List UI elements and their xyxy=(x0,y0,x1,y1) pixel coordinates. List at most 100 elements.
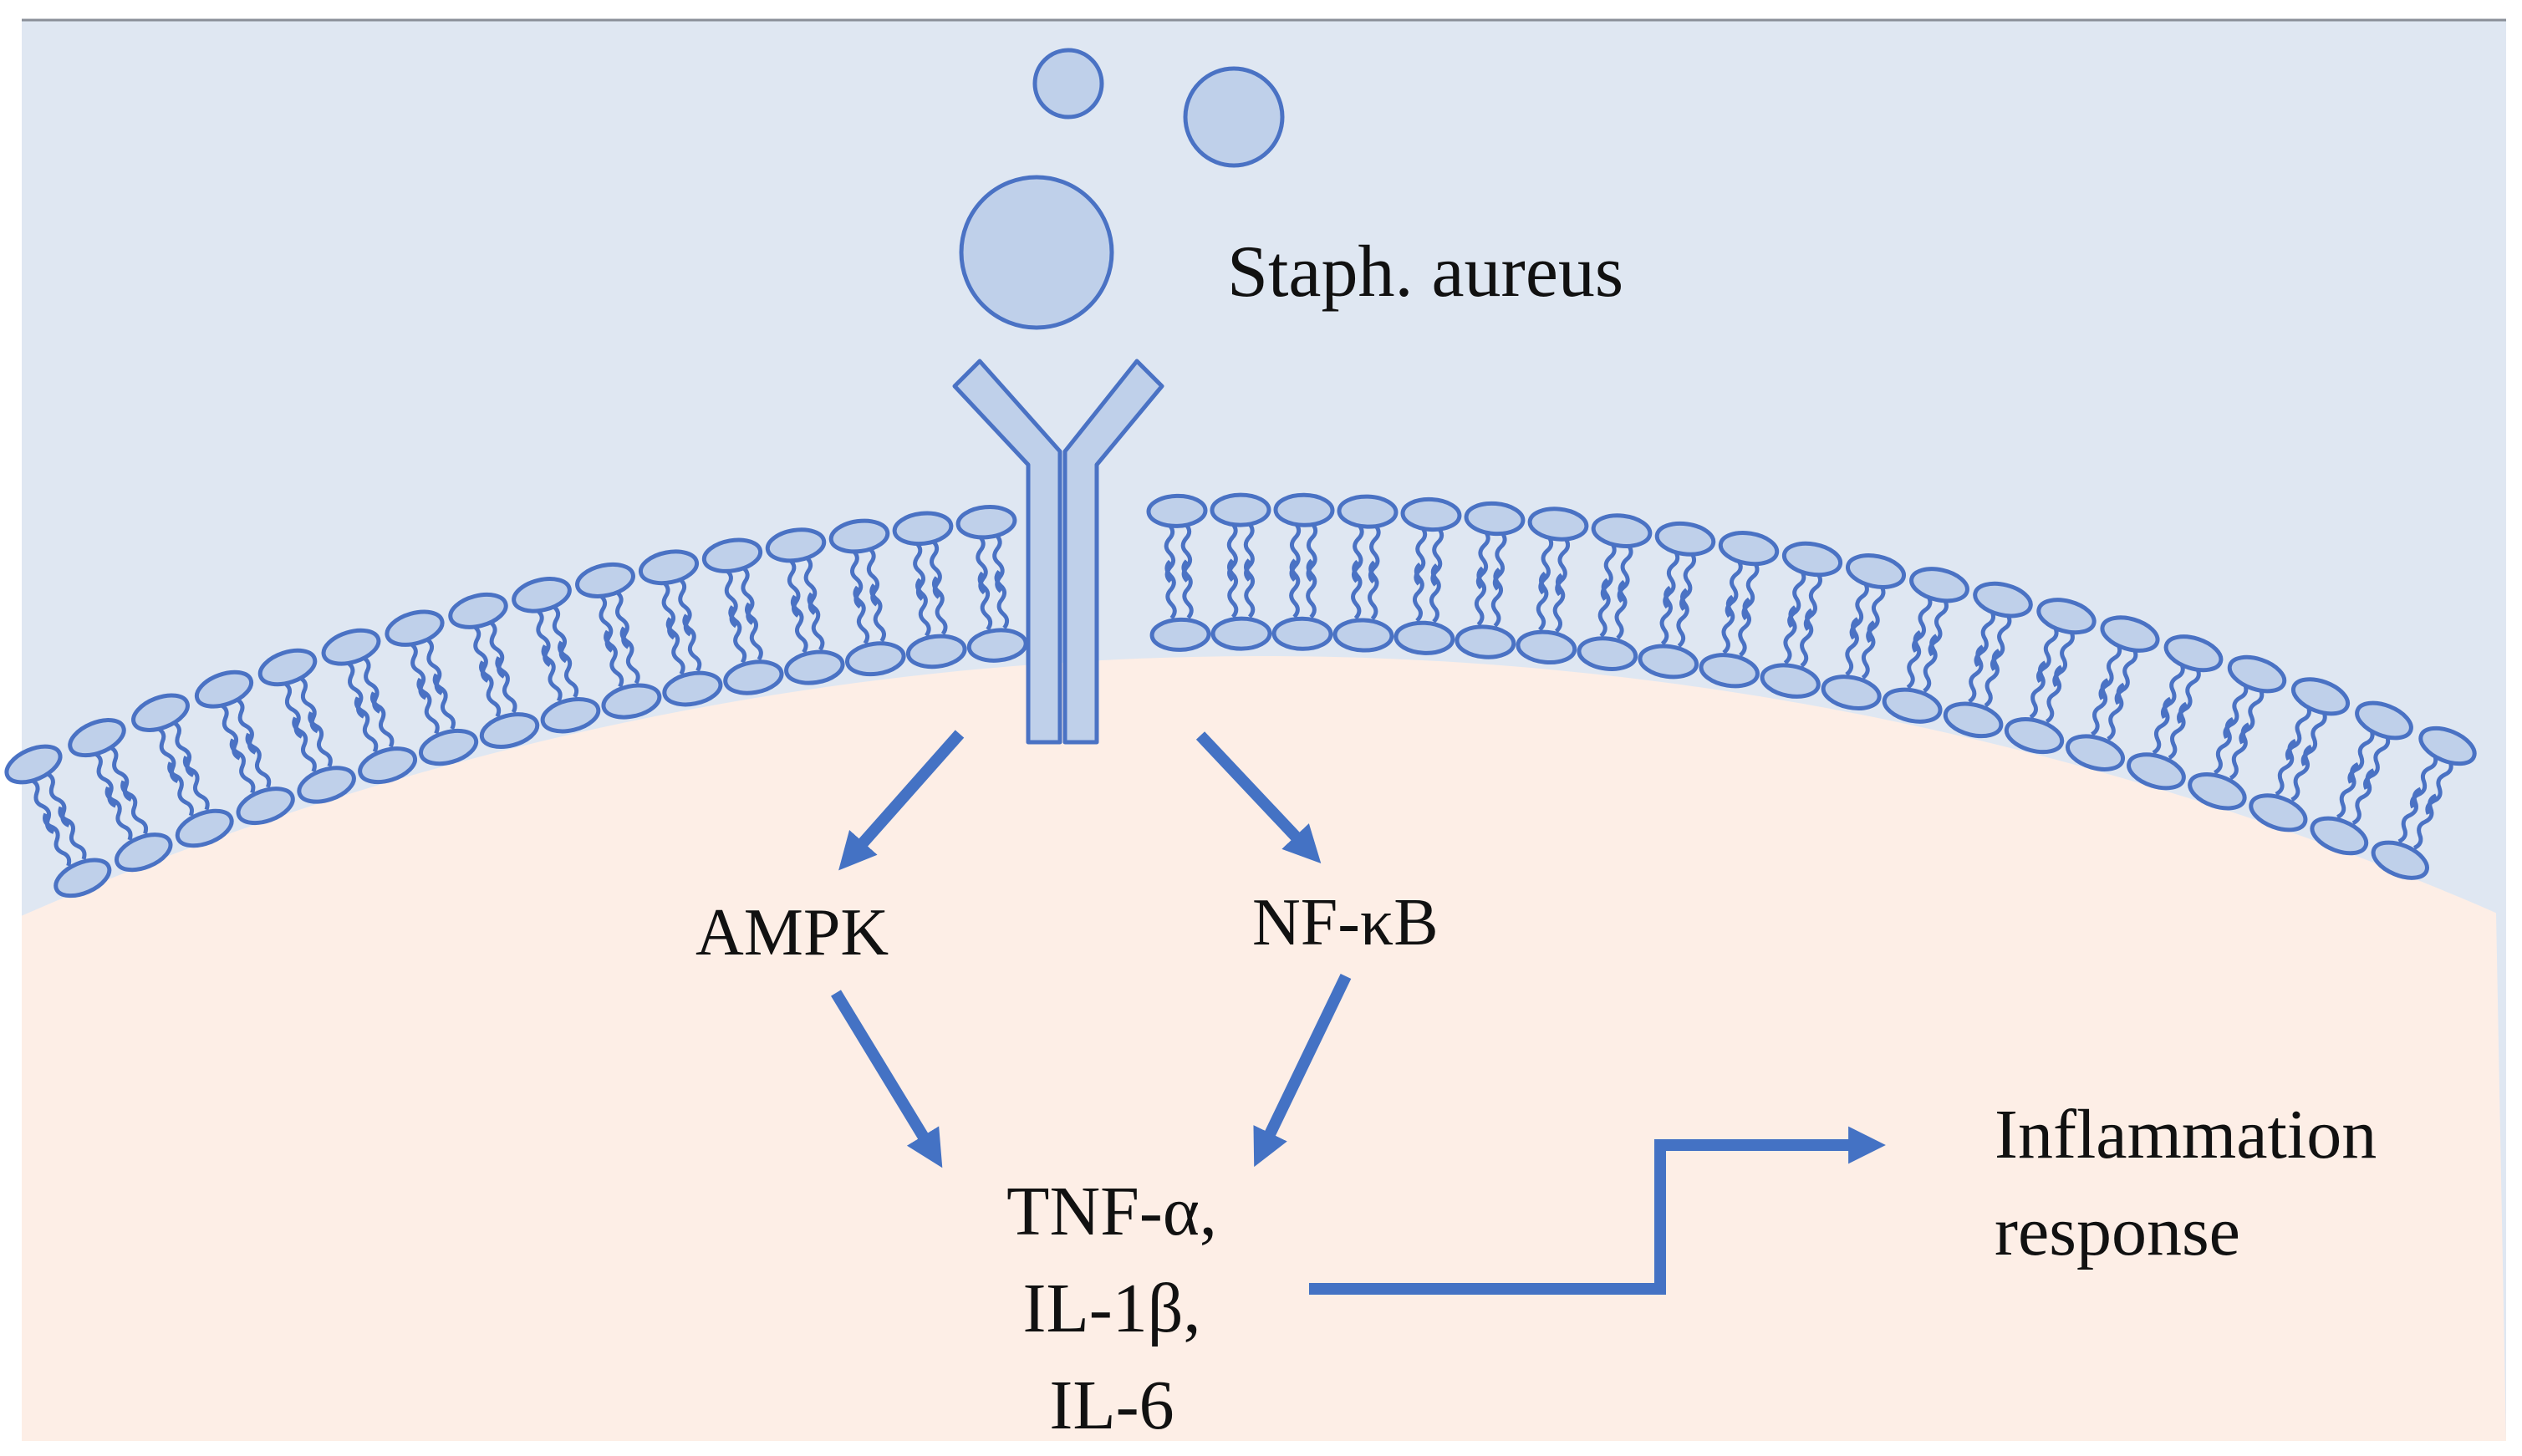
lipid-tail xyxy=(478,660,502,718)
lipid-head xyxy=(1527,507,1589,542)
lipid-tail xyxy=(1368,560,1379,621)
receptor-left-chain xyxy=(952,359,1062,745)
lipid-head xyxy=(828,518,890,554)
lipid-head xyxy=(115,832,173,873)
lipid-head xyxy=(1781,541,1843,578)
lipid-tail xyxy=(2229,722,2250,781)
lipid-tail xyxy=(1552,573,1566,634)
arrow-to-nfkb xyxy=(1195,731,1322,864)
signaling-arrows xyxy=(831,730,1886,1295)
lipid-tail xyxy=(915,578,931,638)
bacteria-icon xyxy=(959,48,1285,330)
phospholipid xyxy=(955,505,1028,663)
phospholipid xyxy=(257,648,356,804)
phospholipid xyxy=(131,693,234,848)
lipid-tail xyxy=(994,569,1010,629)
lipid-head xyxy=(194,669,254,709)
lipid-head xyxy=(1821,675,1882,710)
lipid-head xyxy=(448,592,508,629)
lipid-head xyxy=(358,746,418,785)
lipid-tail xyxy=(1845,617,1859,676)
receptor-icon xyxy=(952,359,1164,745)
lipid-tail xyxy=(541,644,563,702)
phospholipid xyxy=(828,518,906,677)
lipid-tail xyxy=(182,756,210,811)
lipid-head xyxy=(2310,816,2369,856)
phospholipid xyxy=(638,549,723,707)
lipid-head xyxy=(1638,644,1699,680)
lipid-tail xyxy=(2214,716,2234,775)
phospholipid xyxy=(448,592,540,749)
lipid-head xyxy=(1337,494,1399,529)
lipid-tail xyxy=(2351,768,2375,826)
lipid-head xyxy=(1909,567,1969,603)
lipid-head xyxy=(257,648,318,687)
outcome-line-2: response xyxy=(1995,1193,2240,1270)
lipid-tail xyxy=(1861,620,1876,680)
lipid-tail xyxy=(1474,566,1487,627)
phospholipid xyxy=(321,628,418,785)
bacterium-circle xyxy=(959,175,1114,330)
lipid-head xyxy=(479,712,540,749)
lipid-tail xyxy=(229,738,256,794)
lipid-head xyxy=(638,549,700,586)
phospholipid xyxy=(68,718,173,873)
lipid-head xyxy=(1210,616,1272,651)
phospholipid xyxy=(194,669,295,826)
lipid-head xyxy=(723,659,784,695)
lipid-tail xyxy=(1164,559,1177,620)
lipid-tail xyxy=(1306,558,1317,619)
lipid-head xyxy=(2371,840,2429,880)
lipid-head xyxy=(1943,701,2004,739)
cytokine-tnf: TNF-α, xyxy=(1006,1173,1217,1250)
lipid-tail xyxy=(977,571,993,631)
lipid-head xyxy=(236,787,295,826)
cytokine-il6: IL-6 xyxy=(1049,1367,1174,1444)
lipid-tail xyxy=(1351,559,1363,620)
lipid-head xyxy=(1699,653,1760,689)
lipid-head xyxy=(1400,496,1462,532)
lipid-head xyxy=(1464,501,1526,537)
lipid-tail xyxy=(167,761,194,817)
lipid-tail xyxy=(1289,558,1301,619)
lipid-head xyxy=(1516,629,1577,665)
lipid-tail xyxy=(1984,649,2000,708)
lipid-head xyxy=(2188,771,2247,811)
phospholipid xyxy=(1455,501,1526,659)
lipid-head xyxy=(321,628,381,666)
lipid-head xyxy=(2290,677,2351,716)
cytoplasm-region xyxy=(22,656,2506,1441)
lipid-tail xyxy=(2336,761,2360,819)
phospholipid xyxy=(1943,581,2033,739)
phospholipid xyxy=(2127,634,2224,791)
phospholipid xyxy=(1210,492,1272,651)
lipid-tail xyxy=(2152,696,2172,755)
lipid-tail xyxy=(1738,597,1751,658)
phospholipid xyxy=(1638,521,1716,680)
lipid-head xyxy=(1146,493,1208,528)
lipid-head xyxy=(1393,620,1455,655)
phospholipid xyxy=(1577,513,1653,671)
ampk-label: AMPK xyxy=(695,896,889,970)
lipid-head xyxy=(1973,581,2033,619)
lipid-tail xyxy=(1800,608,1814,668)
lipid-head xyxy=(512,577,572,613)
lipid-head xyxy=(1273,492,1335,527)
lipid-tail xyxy=(2091,678,2109,736)
arrow-nfkb-to-cytokines xyxy=(1253,973,1352,1168)
lipid-head xyxy=(297,766,356,804)
lipid-tail xyxy=(2275,738,2297,797)
lipid-tail xyxy=(1614,579,1628,640)
outcome-line-1: Inflammation xyxy=(1995,1096,2377,1173)
lipid-tail xyxy=(1968,644,1984,704)
lipid-tail xyxy=(1226,558,1239,619)
lipid-tail xyxy=(292,716,317,773)
membrane-bilayer xyxy=(4,492,2477,899)
lipid-tail xyxy=(308,711,333,767)
lipid-tail xyxy=(1923,634,1939,693)
phospholipid xyxy=(575,562,662,720)
bacterium-circle xyxy=(1183,66,1285,168)
lipid-head xyxy=(2004,717,2065,755)
cytokines-label: TNF-α, IL-1β, IL-6 xyxy=(986,1163,1237,1454)
